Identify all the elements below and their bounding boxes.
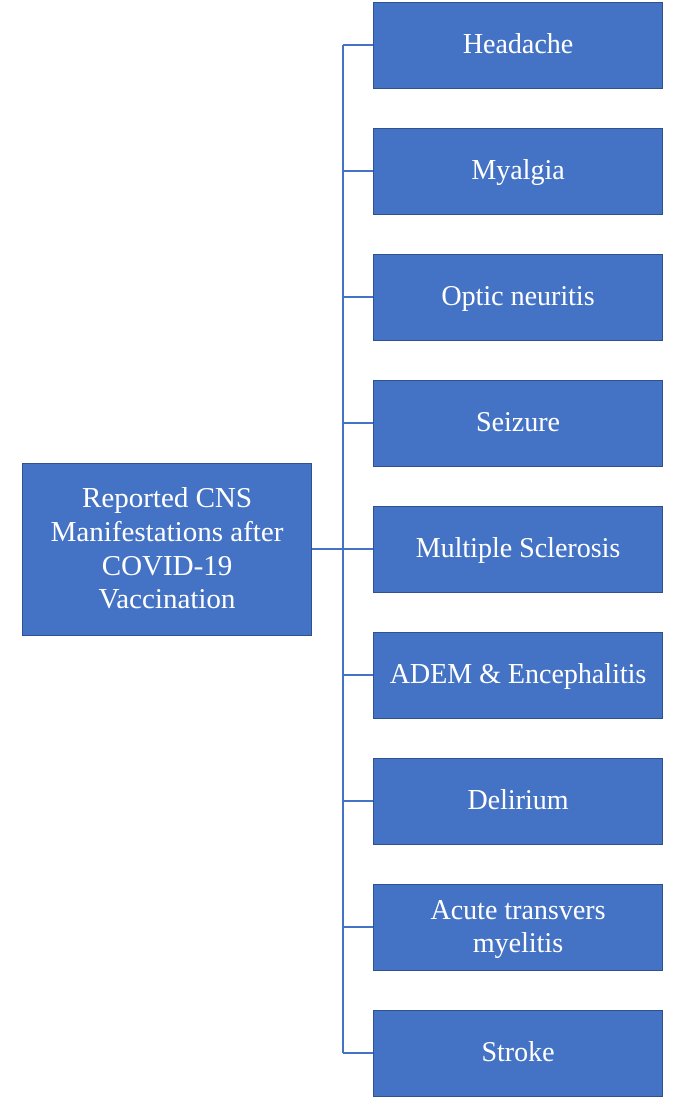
branch-node-label: Acute transvers myelitis <box>430 895 606 959</box>
branch-node-label: Seizure <box>476 407 560 439</box>
branch-node-label: Optic neuritis <box>441 281 595 313</box>
branch-node-label: ADEM & Encephalitis <box>389 659 647 691</box>
branch-node-label: Headache <box>462 29 574 61</box>
branch-node-label: Myalgia <box>471 155 565 187</box>
root-node-label: Reported CNS Manifestations after COVID-… <box>50 482 284 616</box>
branch-node-delirium: Delirium <box>373 758 663 845</box>
branch-node-label: Delirium <box>467 785 569 817</box>
branch-node-label: Multiple Sclerosis <box>415 533 621 565</box>
branch-node-optic-neuritis: Optic neuritis <box>373 254 663 341</box>
branch-node-acute-transvers-myelitis: Acute transvers myelitis <box>373 884 663 971</box>
branch-node-label: Stroke <box>481 1037 555 1069</box>
branch-node-adem-encephalitis: ADEM & Encephalitis <box>373 632 663 719</box>
branch-node-multiple-sclerosis: Multiple Sclerosis <box>373 506 663 593</box>
branch-node-headache: Headache <box>373 2 663 89</box>
branch-node-stroke: Stroke <box>373 1010 663 1097</box>
branch-node-seizure: Seizure <box>373 380 663 467</box>
root-node: Reported CNS Manifestations after COVID-… <box>22 463 312 636</box>
branch-node-myalgia: Myalgia <box>373 128 663 215</box>
